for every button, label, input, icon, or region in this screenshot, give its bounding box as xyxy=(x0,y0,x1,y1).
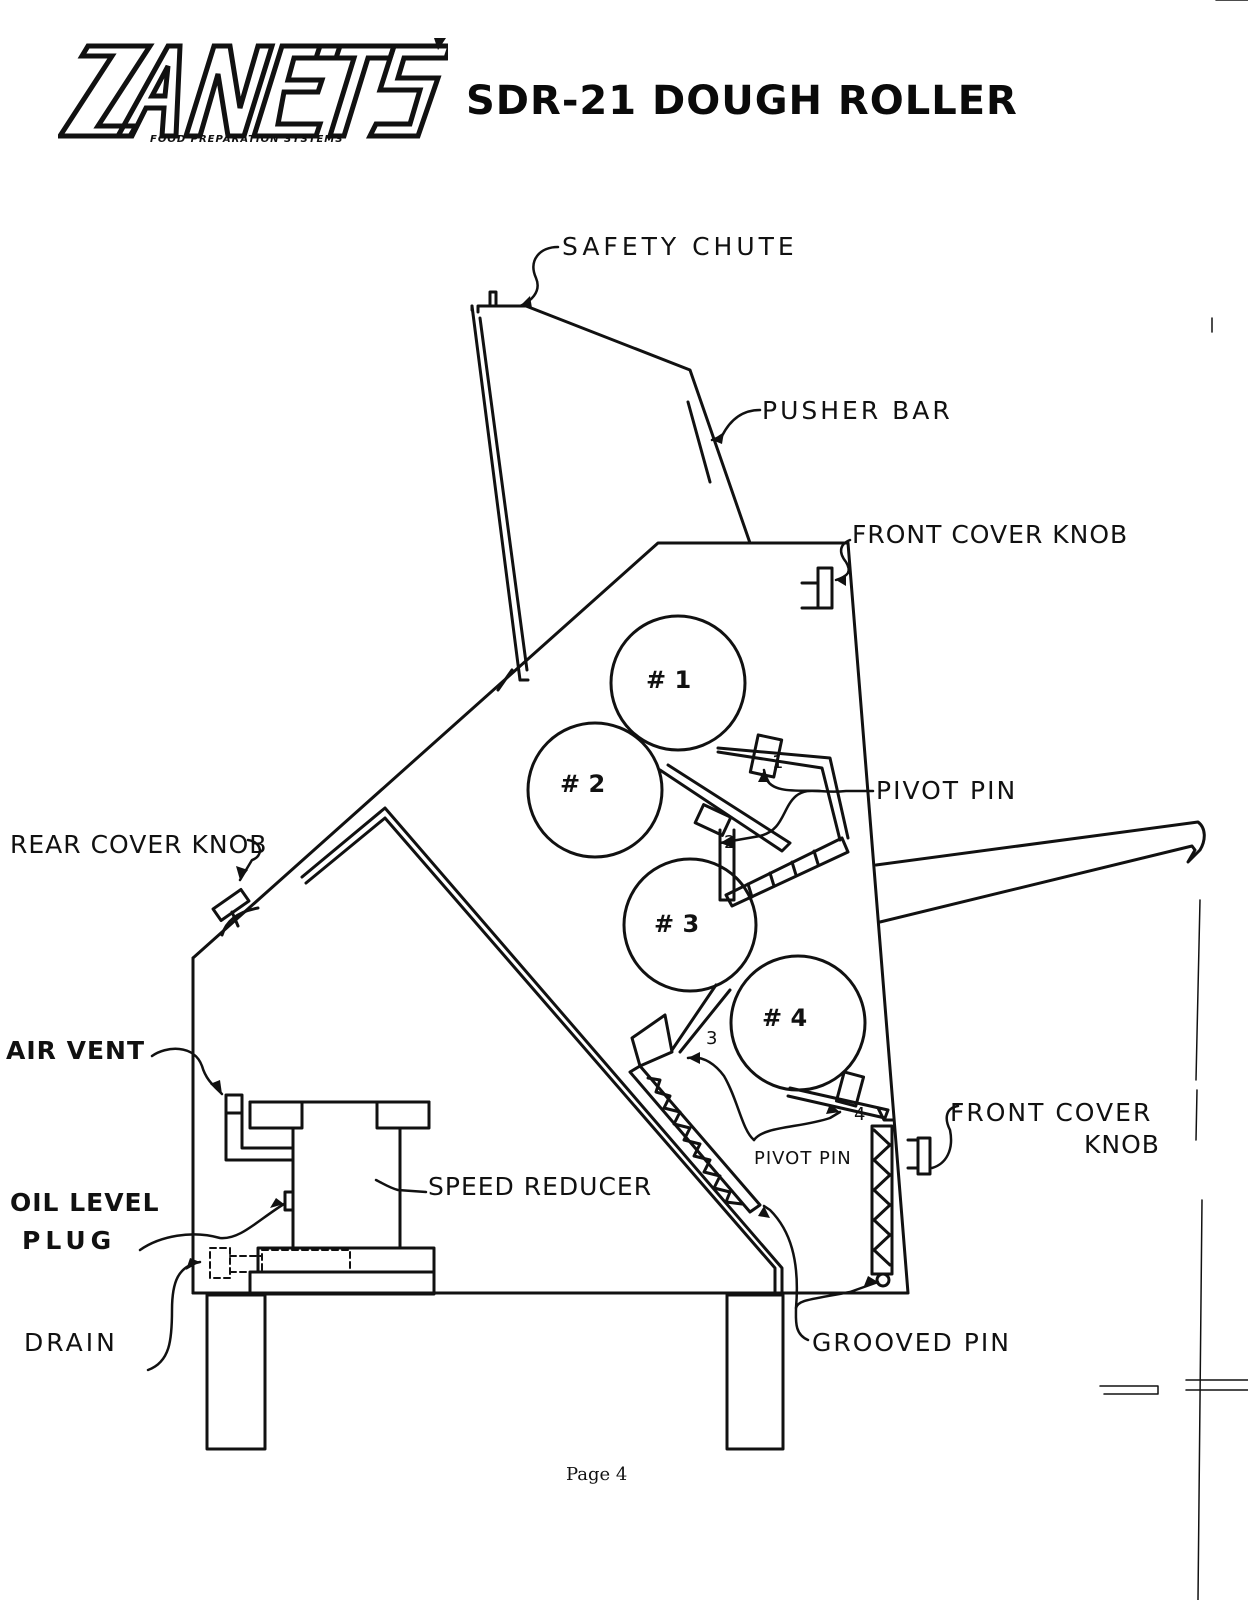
page-title: SDR-21 DOUGH ROLLER xyxy=(466,78,1018,124)
label-pivot-pin-upper: PIVOT PIN xyxy=(876,776,1018,805)
logo-letter-s xyxy=(365,43,448,139)
pusher-bar xyxy=(686,400,712,484)
roller-1 xyxy=(609,614,747,752)
pin-number-2: 2 xyxy=(724,832,736,853)
label-pusher-bar: PUSHER BAR xyxy=(762,396,953,425)
leader-pivot-pin-upper xyxy=(718,789,875,845)
logo-letter-n xyxy=(182,43,276,139)
label-front-cover-knob-lower-2: KNOB xyxy=(1084,1130,1160,1159)
scraper-1 xyxy=(716,733,850,842)
leader-oil-level-plug xyxy=(138,1202,286,1252)
drain-plug xyxy=(209,1247,351,1279)
discharge-tray xyxy=(874,820,1206,924)
front-cover-knob-top xyxy=(800,566,834,610)
pin-number-1: 1 xyxy=(772,752,784,773)
leader-speed-reducer xyxy=(374,1178,428,1194)
leader-grooved-pin-2 xyxy=(762,1204,799,1310)
spring-lower-left xyxy=(628,1064,762,1214)
label-rear-cover-knob: REAR COVER KNOB xyxy=(10,830,268,859)
speed-reducer xyxy=(248,1100,436,1296)
pin-number-3: 3 xyxy=(706,1028,718,1049)
safety-chute xyxy=(470,290,752,692)
spring-upper xyxy=(724,836,850,908)
leader-front-cover-knob-lower xyxy=(930,1104,960,1170)
scraper-3 xyxy=(630,983,732,1068)
page-number: Page 4 xyxy=(566,1464,628,1485)
leader-air-vent xyxy=(150,1047,224,1096)
label-safety-chute: SAFETY CHUTE xyxy=(562,232,798,261)
logo-tagline: FOOD PREPARATION SYSTEMS xyxy=(150,134,344,145)
roller-label-3: # 3 xyxy=(654,910,700,938)
zanets-logo xyxy=(58,38,448,139)
pin-number-4: 4 xyxy=(854,1104,866,1125)
roller-3 xyxy=(622,857,758,993)
logo-letter-a xyxy=(113,43,183,139)
oil-level-plug xyxy=(283,1190,295,1212)
spring-lower-right xyxy=(870,1124,894,1288)
label-oil-level: OIL LEVEL xyxy=(10,1188,160,1217)
left-leg xyxy=(205,1293,267,1451)
leader-pivot-pin-lower-3 xyxy=(686,1056,756,1142)
leader-pivot-pin-lower-4 xyxy=(752,1110,842,1142)
inner-partition xyxy=(300,806,784,1295)
label-pivot-pin-lower: PIVOT PIN xyxy=(754,1148,852,1169)
label-drain: DRAIN xyxy=(24,1328,118,1357)
roller-label-4: # 4 xyxy=(762,1004,808,1032)
right-leg xyxy=(725,1293,785,1451)
label-oil-level-plug: PLUG xyxy=(22,1226,117,1255)
scan-edge-artifacts xyxy=(1099,0,1248,1600)
machine-housing xyxy=(191,541,910,1295)
air-vent-pipe xyxy=(224,1093,295,1162)
arrowheads xyxy=(186,296,878,1286)
label-front-cover-knob-lower: FRONT COVER xyxy=(950,1098,1153,1127)
leader-lines xyxy=(138,245,960,1372)
label-front-cover-knob-top: FRONT COVER KNOB xyxy=(852,520,1129,549)
leader-safety-chute xyxy=(518,245,560,308)
logo-trademark-mark xyxy=(434,38,446,50)
roller-label-2: # 2 xyxy=(560,770,606,798)
label-speed-reducer: SPEED REDUCER xyxy=(428,1172,653,1201)
rear-cover-knob xyxy=(211,888,260,937)
leader-rear-cover-knob xyxy=(238,838,261,882)
scraper-2 xyxy=(658,763,792,902)
roller-2 xyxy=(526,721,664,859)
scraper-4 xyxy=(786,1070,896,1122)
roller-label-1: # 1 xyxy=(646,666,692,694)
front-cover-knob-lower xyxy=(906,1136,932,1176)
leader-drain xyxy=(146,1260,202,1372)
label-grooved-pin: GROOVED PIN xyxy=(812,1328,1011,1357)
label-air-vent: AIR VENT xyxy=(6,1036,146,1065)
